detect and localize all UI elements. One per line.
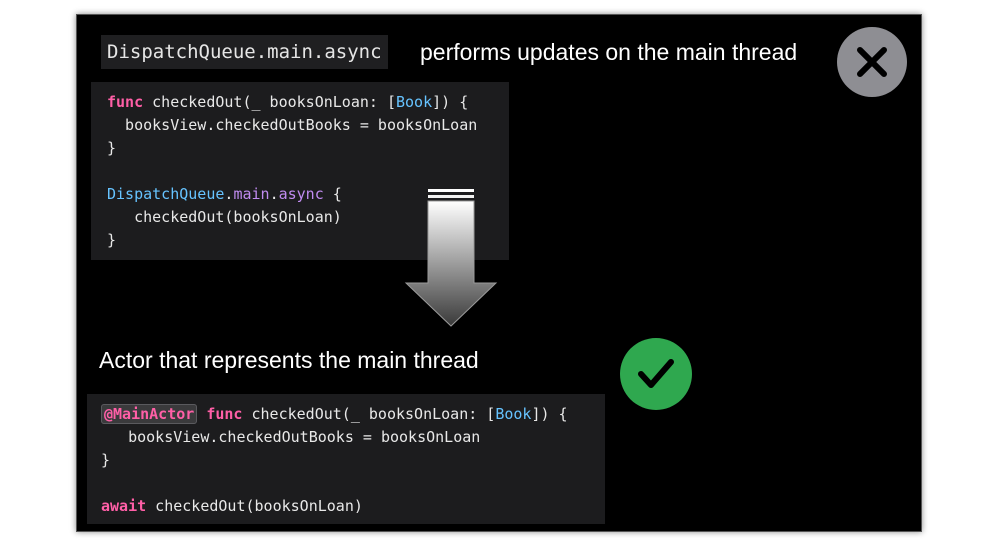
code-line: @MainActor func checkedOut(_ booksOnLoan… xyxy=(101,403,605,426)
x-mark-icon xyxy=(837,27,907,97)
down-arrow-icon xyxy=(404,189,498,327)
code-line: } xyxy=(101,451,111,469)
code-line-blank: ​ xyxy=(107,160,509,183)
inline-code-dispatchqueue: DispatchQueue.main.async xyxy=(101,35,388,69)
code-line-blank: ​ xyxy=(101,472,605,495)
code-line: await checkedOut(booksOnLoan) xyxy=(101,497,363,515)
code-block-mainactor: @MainActor func checkedOut(_ booksOnLoan… xyxy=(87,394,605,524)
code-block-dispatch: func checkedOut(_ booksOnLoan: [Book]) {… xyxy=(91,82,509,260)
mainactor-attribute: @MainActor xyxy=(101,404,198,424)
code-line: } xyxy=(107,231,117,249)
slide: DispatchQueue.main.async performs update… xyxy=(76,14,922,532)
code-line: DispatchQueue.main.async { xyxy=(107,185,342,203)
code-line: } xyxy=(107,139,117,157)
code-line: checkedOut(booksOnLoan) xyxy=(107,208,342,226)
code-line: func checkedOut(_ booksOnLoan: [Book]) { xyxy=(107,93,469,111)
check-mark-icon xyxy=(620,338,692,410)
top-caption: performs updates on the main thread xyxy=(420,39,798,65)
code-line: booksView.checkedOutBooks = booksOnLoan xyxy=(107,116,478,134)
bottom-caption: Actor that represents the main thread xyxy=(99,347,479,373)
code-line: booksView.checkedOutBooks = booksOnLoan xyxy=(101,428,481,446)
